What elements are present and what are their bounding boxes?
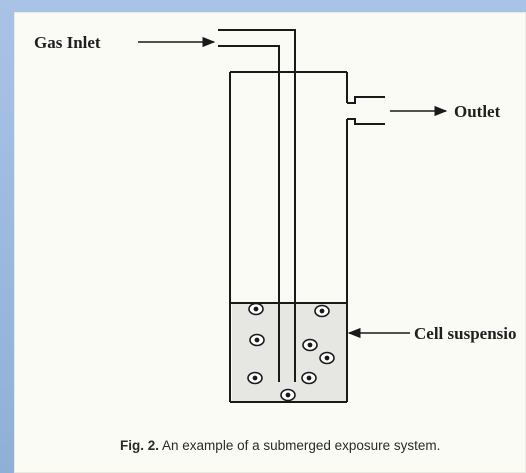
cell (249, 333, 265, 347)
cell (301, 371, 317, 385)
cell (302, 338, 318, 352)
caption-text: An example of a submerged exposure syste… (162, 438, 440, 453)
outlet-tube (347, 96, 385, 125)
caption-fig-number: Fig. 2. (120, 438, 159, 453)
figure-caption: Fig. 2. An example of a submerged exposu… (120, 438, 440, 453)
cell (247, 371, 263, 385)
container-vessel (229, 71, 348, 403)
cells (247, 302, 335, 402)
outlet-label: Outlet (454, 102, 501, 121)
cell-suspension-label: Cell suspensio (414, 324, 517, 343)
cell (314, 304, 330, 318)
cell (248, 302, 264, 316)
cell (280, 388, 296, 402)
gas-inlet-label: Gas Inlet (34, 33, 101, 52)
cell (319, 351, 335, 365)
gas-inlet-tube (218, 29, 296, 382)
